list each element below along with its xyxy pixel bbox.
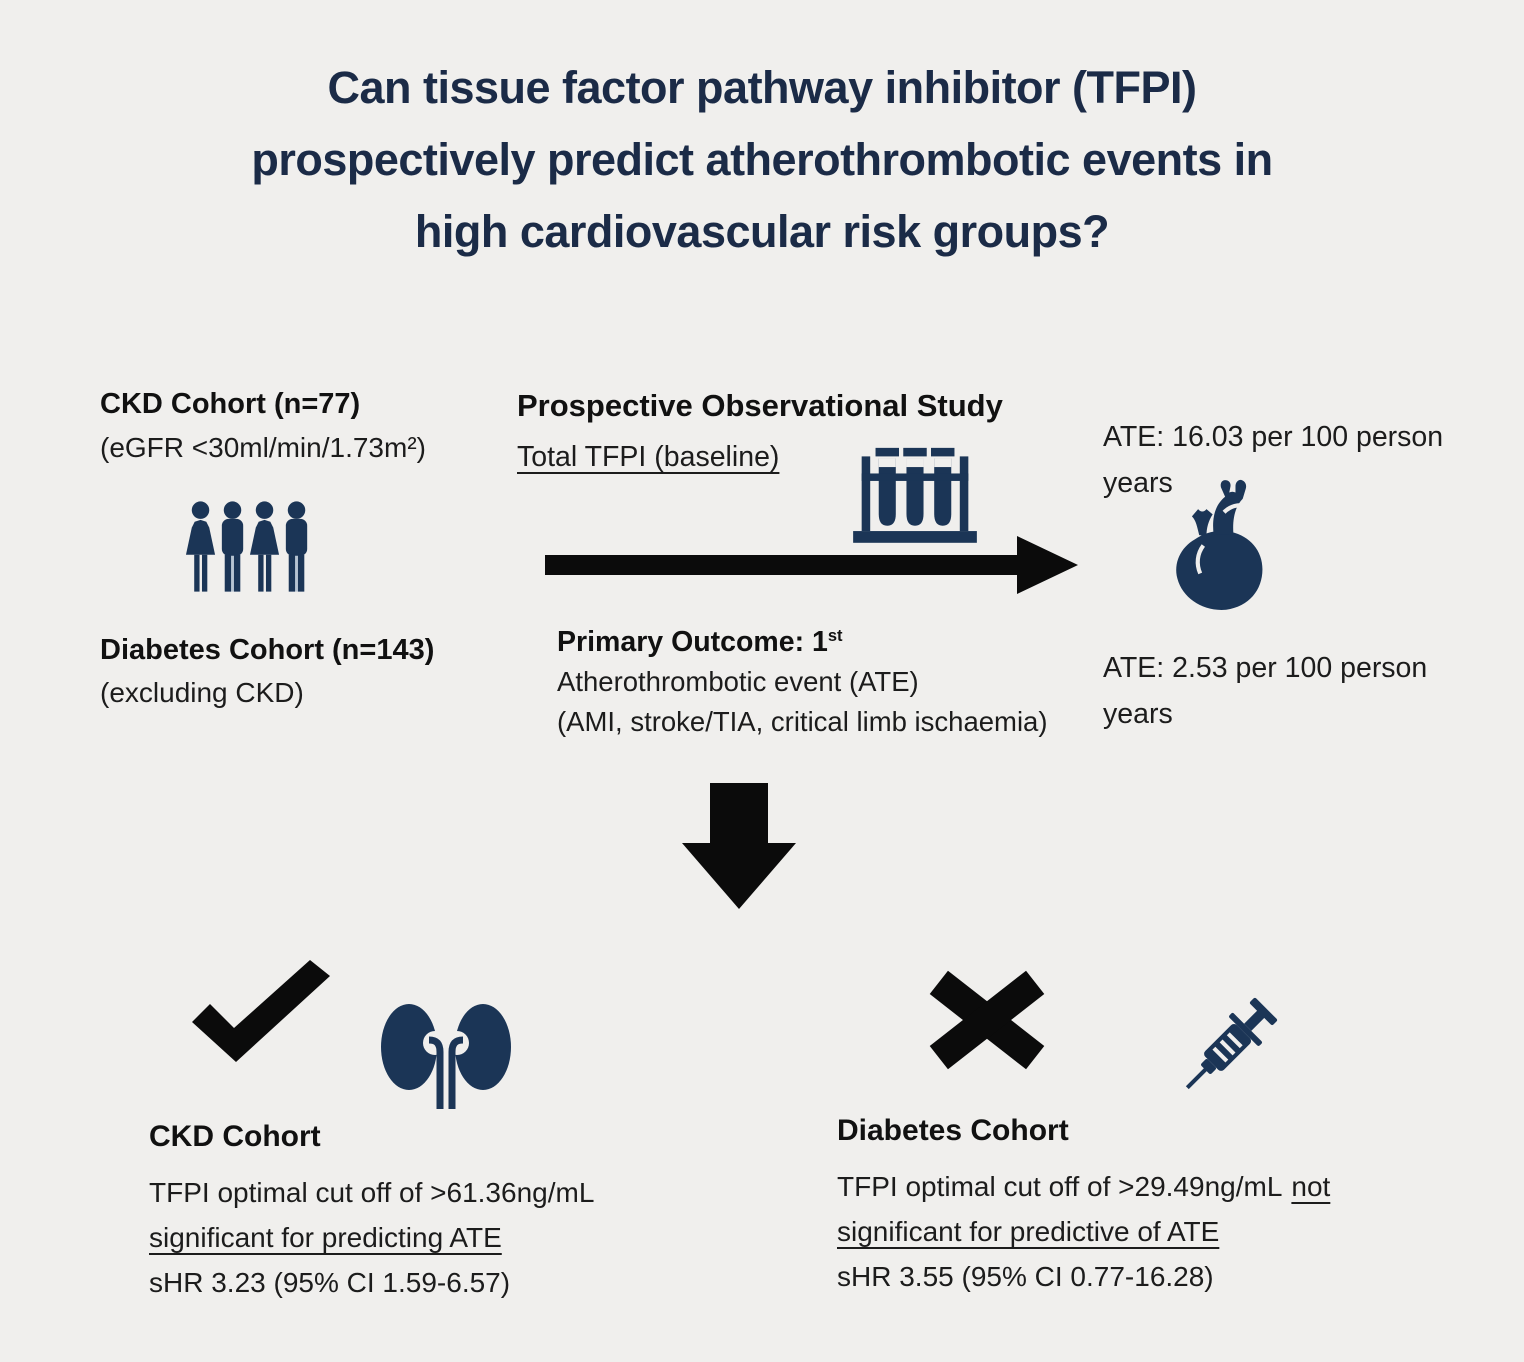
primary-outcome-line-2: Atherothrombotic event (ATE): [557, 666, 919, 698]
diabetes-result-line-1-text: TFPI optimal cut off of >29.49ng/mL: [837, 1171, 1283, 1202]
primary-outcome-block: Primary Outcome: 1st Atherothrombotic ev…: [557, 616, 1167, 742]
ckd-result-block: CKD Cohort TFPI optimal cut off of >61.3…: [149, 1120, 789, 1305]
primary-outcome-line-1: Primary Outcome: 1st: [557, 616, 1167, 662]
anatomical-heart-icon: [1170, 477, 1274, 617]
diabetes-ate-rate: ATE: 2.53 per 100 person years: [1103, 652, 1428, 730]
ckd-result-line-1: TFPI optimal cut off of >61.36ng/mL: [149, 1177, 595, 1208]
ckd-cohort-subtext: (eGFR <30ml/min/1.73m²): [100, 432, 426, 463]
study-heading: Prospective Observational Study: [517, 388, 1003, 423]
primary-outcome-ordinal: st: [827, 627, 843, 645]
primary-outcome-prefix: Primary Outcome: 1: [557, 626, 828, 659]
diabetes-cohort-subtext: (excluding CKD): [100, 677, 304, 708]
checkmark-icon: [186, 958, 336, 1066]
arrow-down-icon: [682, 783, 796, 909]
x-mark-icon: [925, 970, 1049, 1070]
title-line-1: Can tissue factor pathway inhibitor (TFP…: [327, 62, 1197, 113]
syringe-icon: [1168, 985, 1290, 1107]
page-title: Can tissue factor pathway inhibitor (TFP…: [0, 52, 1524, 268]
diabetes-result-heading: Diabetes Cohort: [837, 1114, 1069, 1147]
diabetes-cohort-heading: Diabetes Cohort (n=143): [100, 634, 435, 666]
people-group-icon: [185, 498, 313, 596]
study-exposure-label: Total TFPI (baseline): [517, 441, 780, 473]
ckd-cohort-heading: CKD Cohort (n=77): [100, 388, 361, 420]
ckd-result-line-2: significant for predicting ATE: [149, 1222, 502, 1253]
diabetes-result-line-3: sHR 3.55 (95% CI 0.77-16.28): [837, 1261, 1214, 1292]
ckd-result-line-3: sHR 3.23 (95% CI 1.59-6.57): [149, 1267, 511, 1298]
diabetes-result-line-1: TFPI optimal cut off of >29.49ng/mL not: [837, 1164, 1477, 1209]
test-tube-rack-icon: [851, 418, 979, 546]
kidneys-icon: [380, 1003, 512, 1113]
primary-outcome-line-3: (AMI, stroke/TIA, critical limb ischaemi…: [557, 706, 1048, 738]
diabetes-result-line-2: significant for predictive of ATE: [837, 1216, 1220, 1247]
title-line-3: high cardiovascular risk groups?: [414, 206, 1110, 257]
ckd-result-heading: CKD Cohort: [149, 1120, 321, 1153]
arrow-right-icon: [545, 533, 1080, 597]
ckd-ate-rate: ATE: 16.03 per 100 person years: [1103, 421, 1444, 499]
title-line-2: prospectively predict atherothrombotic e…: [251, 134, 1273, 185]
diabetes-result-block: Diabetes Cohort TFPI optimal cut off of …: [837, 1114, 1477, 1299]
diabetes-result-not: not: [1291, 1171, 1331, 1202]
